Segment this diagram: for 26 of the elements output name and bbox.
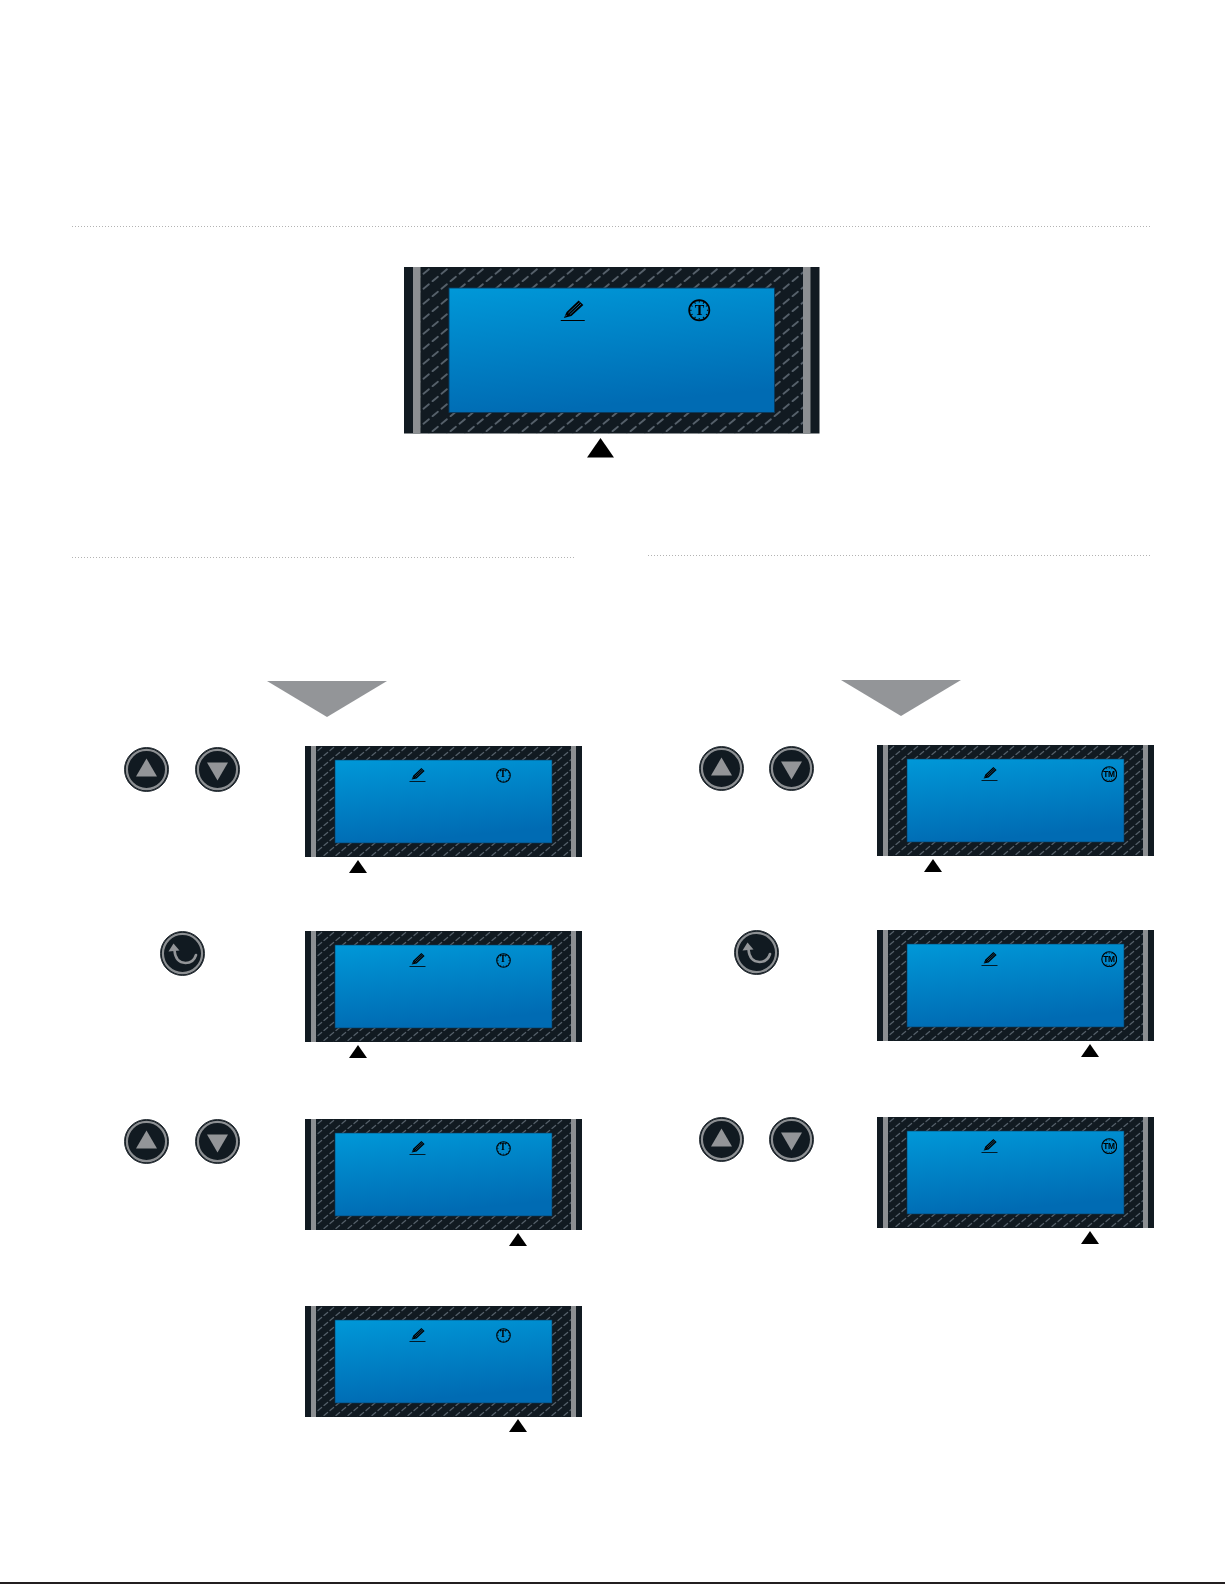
- up-button-icon: [698, 745, 744, 791]
- down-button-icon: [768, 745, 814, 791]
- timer-indicator: TM: [1100, 1137, 1118, 1155]
- lcd-display: [404, 267, 820, 434]
- timer-indicator: T: [495, 1140, 511, 1156]
- lcd-display: [305, 1119, 582, 1230]
- down-button-icon: [194, 746, 240, 792]
- curved-arrow-button-icon: [159, 930, 205, 976]
- lcd-display: [877, 930, 1154, 1041]
- lcd-display: [877, 1117, 1154, 1228]
- down-button-icon: [768, 1116, 814, 1162]
- up-button-icon: [123, 1118, 169, 1164]
- curved-arrow-button-icon: [733, 929, 779, 975]
- timer-indicator: TM: [1100, 765, 1118, 783]
- timer-indicator: T: [495, 1327, 511, 1343]
- lcd-display: [305, 746, 582, 857]
- lcd-display: [305, 931, 582, 1042]
- up-button-icon: [698, 1116, 744, 1162]
- timer-indicator: T: [688, 299, 711, 322]
- down-button-icon: [194, 1118, 240, 1164]
- up-button-icon: [123, 746, 169, 792]
- timer-indicator: T: [495, 952, 511, 968]
- timer-indicator: TM: [1100, 950, 1118, 968]
- timer-indicator: T: [495, 767, 511, 783]
- lcd-display: [877, 745, 1154, 856]
- lcd-display: [305, 1306, 582, 1417]
